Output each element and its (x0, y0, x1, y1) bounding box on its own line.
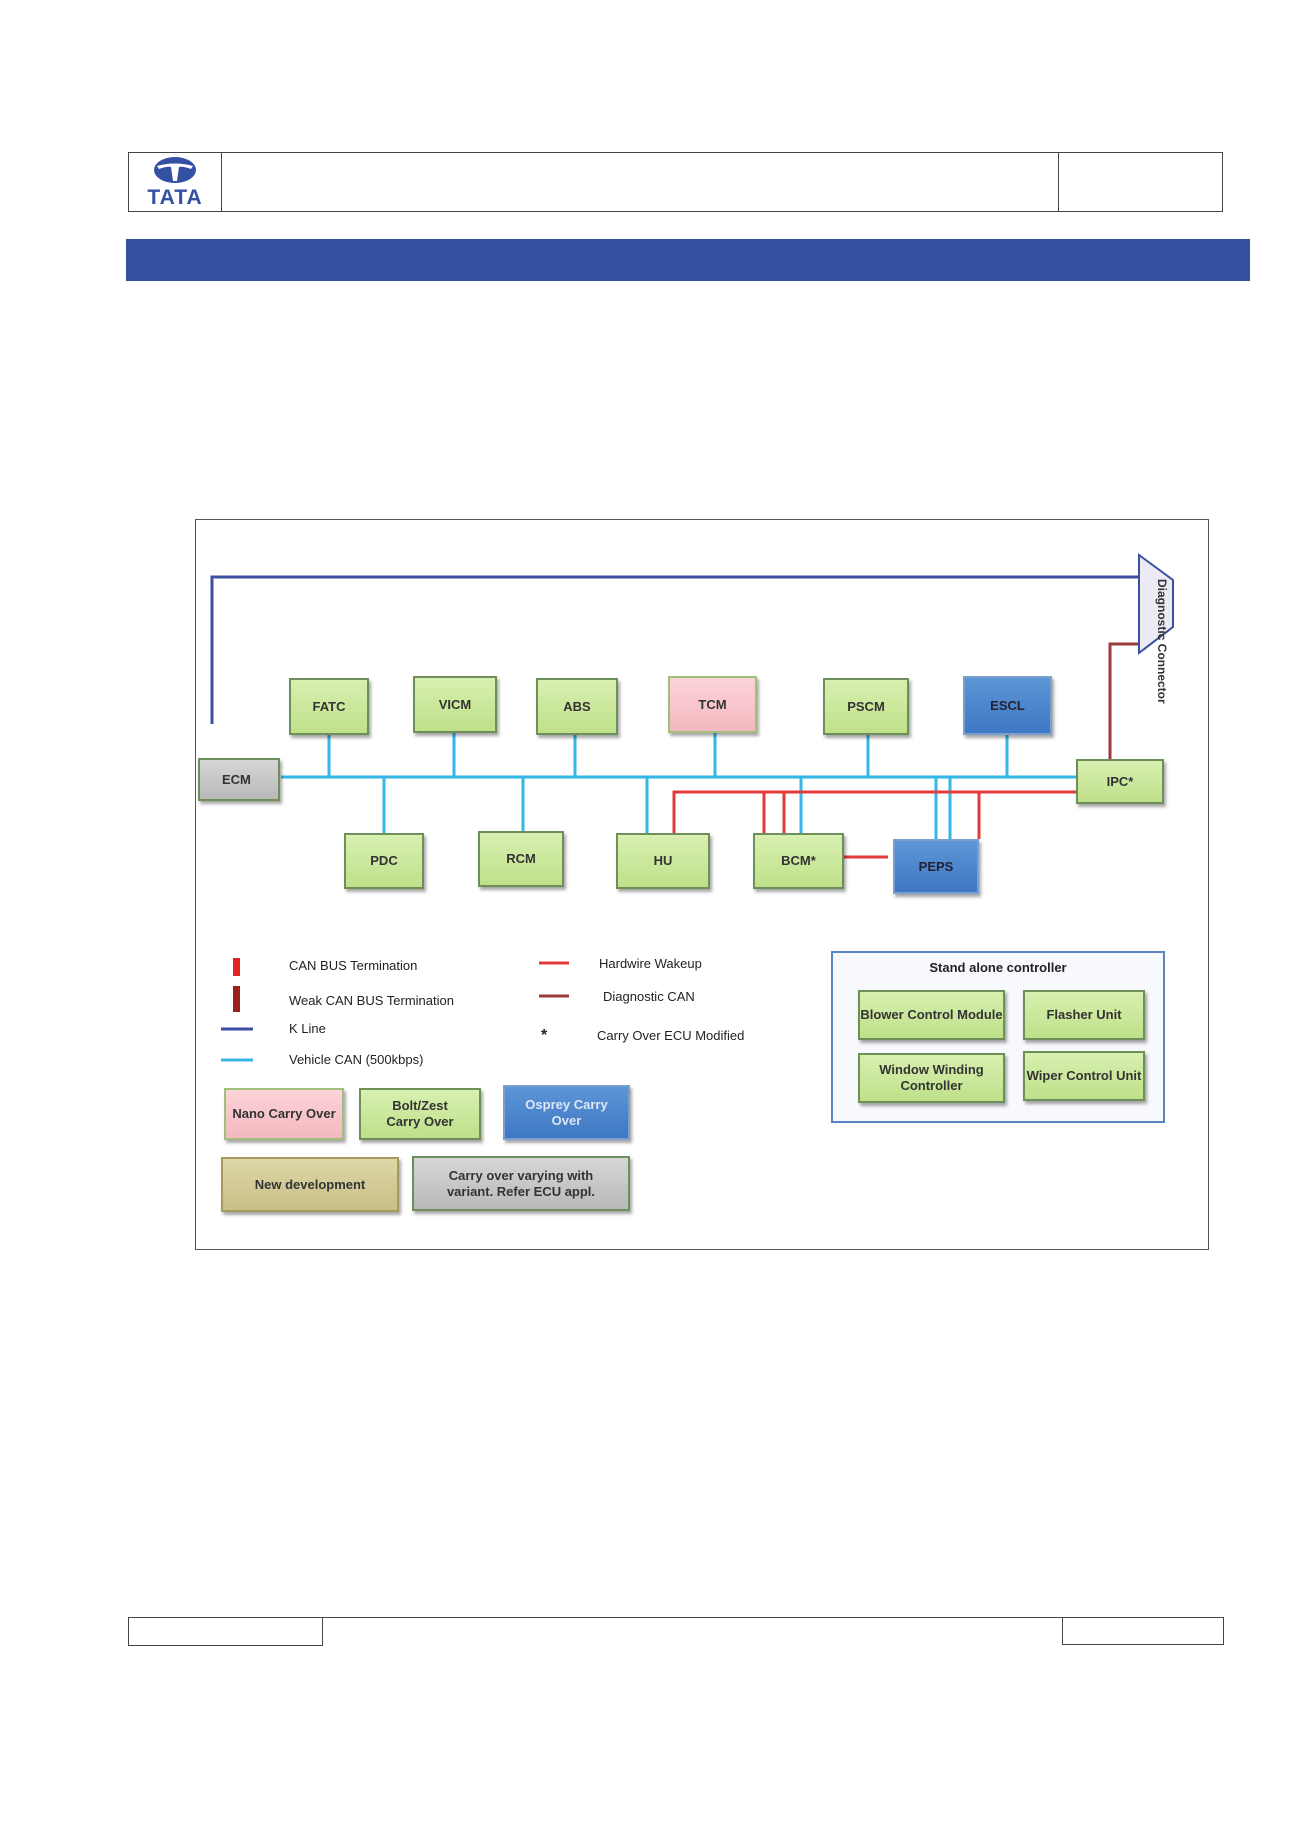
ecu-ecm: ECM (198, 758, 280, 801)
standalone-window-winding-controller: Window Winding Controller (858, 1053, 1005, 1103)
header-table: TATA (128, 152, 1223, 212)
legend-k-line: K Line (289, 1021, 326, 1036)
ecu-peps: PEPS (893, 839, 979, 894)
standalone-controller-box: Stand alone controller Blower Control Mo… (831, 951, 1165, 1123)
ecu-pscm: PSCM (823, 678, 909, 735)
ecu-rcm: RCM (478, 831, 564, 887)
key-osprey-carry-over: Osprey Carry Over (503, 1085, 630, 1140)
hardwire-wakeup-line (672, 790, 1076, 833)
ecu-fatc: FATC (289, 678, 369, 735)
footer-left-cell (128, 1617, 323, 1646)
k-line-connection (210, 575, 1141, 724)
standalone-wiper-control-unit: Wiper Control Unit (1023, 1051, 1145, 1101)
ecu-vicm: VICM (413, 676, 497, 733)
diagnostic-can-connection (1108, 642, 1141, 759)
legend-weak-can-termination: Weak CAN BUS Termination (289, 993, 454, 1008)
ecu-abs: ABS (536, 678, 618, 735)
key-variant-carry-over: Carry over varying with variant. Refer E… (412, 1156, 630, 1211)
legend-hardwire-wakeup: Hardwire Wakeup (599, 956, 702, 971)
standalone-title: Stand alone controller (929, 960, 1067, 975)
tata-logo-icon (154, 157, 196, 183)
network-lines (210, 553, 1174, 1062)
legend-weak-termination-symbol (233, 986, 240, 1012)
diagnostic-connector-label: Diagnostic Connector (1155, 579, 1169, 704)
section-banner (126, 239, 1250, 281)
legend-diagnostic-can: Diagnostic CAN (603, 989, 695, 1004)
ecu-ipc: IPC* (1076, 759, 1164, 804)
ecu-hu: HU (616, 833, 710, 889)
ecu-escl: ESCL (963, 676, 1052, 735)
network-diagram: FATC VICM ABS TCM PSCM ESCL ECM IPC* PDC… (195, 519, 1209, 1250)
footer-right-cell (1062, 1617, 1224, 1645)
legend-can-termination-symbol (233, 958, 240, 976)
legend-vehicle-can: Vehicle CAN (500kbps) (289, 1052, 424, 1067)
legend-carry-over-symbol: * (541, 1027, 548, 1044)
ecu-bcm: BCM* (753, 833, 844, 889)
key-nano-carry-over: Nano Carry Over (224, 1088, 344, 1140)
footer-divider (323, 1617, 1063, 1618)
key-bolt-zest-carry-over: Bolt/Zest Carry Over (359, 1088, 481, 1140)
header-title-cell (222, 153, 1059, 211)
ecu-pdc: PDC (344, 833, 424, 889)
standalone-flasher-unit: Flasher Unit (1023, 990, 1145, 1040)
legend-can-termination: CAN BUS Termination (289, 958, 418, 973)
diagnostic-connector-shape (1138, 553, 1174, 656)
logo-text: TATA (147, 186, 203, 209)
logo-cell: TATA (129, 153, 222, 211)
key-new-development: New development (221, 1157, 399, 1212)
legend-carry-over-modified: Carry Over ECU Modified (597, 1028, 745, 1043)
header-info-cell (1059, 153, 1222, 211)
standalone-blower-control-module: Blower Control Module (858, 990, 1005, 1040)
ecu-tcm: TCM (668, 676, 757, 733)
